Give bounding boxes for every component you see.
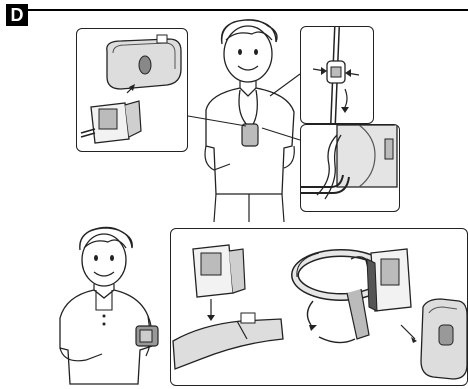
person-arm-band-drawing: [56, 226, 172, 386]
person-wearing-arm-band: [56, 226, 172, 386]
arm-band-drawing: [171, 229, 468, 386]
arm-band-attachment-inset: [170, 228, 468, 386]
callout-lines: [0, 0, 468, 240]
